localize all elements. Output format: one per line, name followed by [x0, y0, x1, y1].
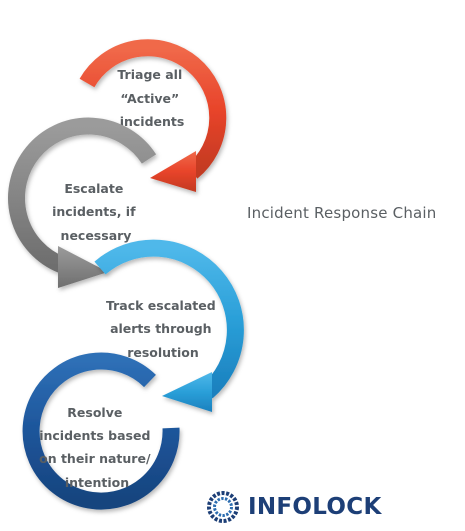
svg-text:Resolve incidents based: Resolve incidents based on their nature/…: [39, 405, 155, 490]
step-1-label: Triage all “Active” incidents: [117, 67, 186, 129]
step-3-line-1: Track escalated: [106, 298, 216, 313]
infolock-logo-icon: [207, 491, 239, 523]
step-3-line-2: alerts through: [110, 321, 212, 336]
step-4-line-3: on their nature/: [39, 451, 151, 466]
step-2-arrow: [8, 117, 157, 288]
logo-wordmark: INFOLOCK: [248, 494, 382, 520]
step-3-line-3: resolution: [127, 345, 199, 360]
svg-text:Triage all “Active”: Triage all “Active” incidents: [117, 67, 186, 129]
step-2-label: Escalate incidents, if necessary: [52, 181, 140, 243]
svg-text:Track escalated alerts t: Track escalated alerts through resolutio…: [106, 298, 220, 360]
step-4-arrow: [22, 352, 180, 510]
step-2-line-3: necessary: [61, 228, 132, 243]
step-4-line-1: Resolve: [67, 405, 122, 420]
step-2-line-2: incidents, if: [52, 204, 136, 219]
step-1-arrow: [79, 39, 227, 192]
step-3-label: Track escalated alerts through resolutio…: [106, 298, 220, 360]
step-1-line-2: “Active”: [120, 91, 179, 106]
diagram-title: Incident Response Chain: [247, 204, 437, 222]
step-4-line-2: incidents based: [39, 428, 150, 443]
step-4-line-4: intention: [65, 475, 129, 490]
step-2-line-1: Escalate: [64, 181, 123, 196]
step-3-arrow: [94, 239, 244, 412]
infolock-logo: INFOLOCK: [206, 489, 382, 525]
step-1-line-3: incidents: [120, 114, 185, 129]
step-1-line-1: Triage all: [117, 67, 182, 82]
step-4-label: Resolve incidents based on their nature/…: [39, 405, 155, 490]
svg-text:Escalate incidents, if: Escalate incidents, if necessary: [52, 181, 140, 243]
